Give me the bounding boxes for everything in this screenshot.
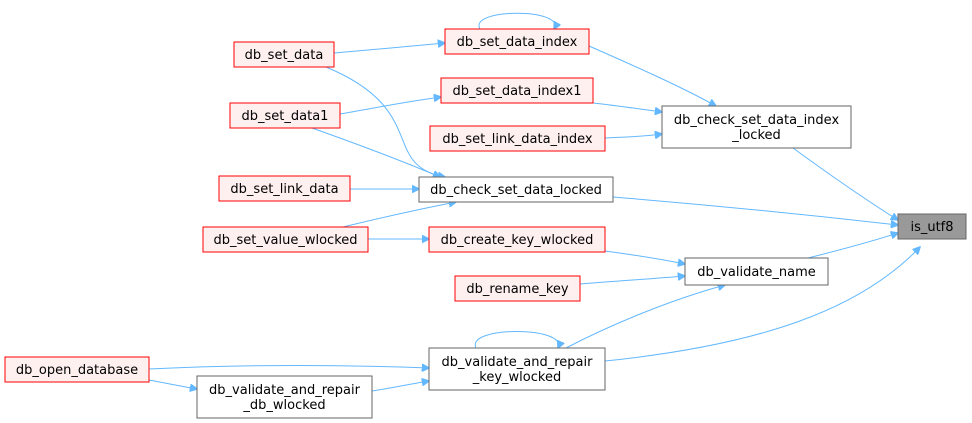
edge-db_create_key_wlocked-to-db_validate_name bbox=[604, 250, 685, 264]
node-box bbox=[196, 375, 373, 419]
edge-db_set_value_wlocked-to-db_check_set_data_locked bbox=[342, 202, 456, 228]
node-box bbox=[661, 105, 852, 149]
node-box bbox=[233, 41, 335, 68]
node-box bbox=[229, 102, 341, 129]
edge-db_validate_and_repair_db_wlocked-to-db_validate_and_repair_key_wlocked bbox=[371, 381, 429, 392]
node-box bbox=[202, 226, 369, 253]
node-box bbox=[444, 28, 590, 55]
edge-db_set_data1-to-db_set_data_index1 bbox=[339, 97, 441, 115]
node-label: _locked bbox=[731, 128, 781, 143]
node-box bbox=[428, 226, 606, 253]
node-layer: db_set_data_index db_set_data db_set_data_… bbox=[4, 28, 967, 419]
edge-db_set_data-to-db_check_set_data_locked bbox=[325, 66, 445, 177]
node-box bbox=[4, 356, 150, 383]
edge-db_check_set_data_locked-to-is_utf8 bbox=[612, 196, 898, 225]
edge-db_rename_key-to-db_validate_name bbox=[579, 276, 685, 285]
node-box bbox=[897, 213, 967, 240]
node-db_set_data_index[interactable]: db_set_data_index bbox=[444, 28, 590, 55]
node-label: db_check_set_data_index bbox=[674, 113, 840, 128]
node-db_set_data[interactable]: db_set_data bbox=[233, 41, 335, 68]
node-label: db_create_key_wlocked bbox=[441, 233, 594, 248]
node-db_set_data_index1[interactable]: db_set_data_index1 bbox=[440, 77, 594, 104]
node-label: db_rename_key bbox=[466, 282, 568, 297]
node-db_set_link_data[interactable]: db_set_link_data bbox=[218, 175, 351, 202]
node-db_rename_key[interactable]: db_rename_key bbox=[454, 275, 581, 302]
node-db_validate_and_repair_db_wlocked[interactable]: db_validate_and_repair_db_wlocked bbox=[196, 375, 373, 419]
node-box bbox=[218, 175, 351, 202]
node-box bbox=[428, 347, 606, 391]
node-label: db_check_set_data_locked bbox=[430, 183, 602, 198]
edge-db_open_database-to-db_validate_and_repair_db_wlocked bbox=[148, 379, 197, 389]
node-label: db_set_value_wlocked bbox=[213, 233, 357, 248]
node-box bbox=[418, 176, 614, 203]
node-db_check_set_data_locked[interactable]: db_check_set_data_locked bbox=[418, 176, 614, 203]
node-db_create_key_wlocked[interactable]: db_create_key_wlocked bbox=[428, 226, 606, 253]
node-db_set_data1[interactable]: db_set_data1 bbox=[229, 102, 341, 129]
node-box bbox=[440, 77, 594, 104]
node-label: db_validate_and_repair bbox=[209, 383, 361, 398]
edge-db_set_link_data_index-to-db_check_set_data_index_locked bbox=[604, 134, 662, 138]
node-db_validate_and_repair_key_wlocked[interactable]: db_validate_and_repair_key_wlocked bbox=[428, 347, 606, 391]
node-is_utf8[interactable]: is_utf8 bbox=[897, 213, 967, 240]
node-label: db_set_data_index1 bbox=[453, 84, 582, 99]
node-box bbox=[684, 257, 829, 286]
node-label: db_validate_and_repair bbox=[442, 355, 594, 370]
node-db_open_database[interactable]: db_open_database bbox=[4, 356, 150, 383]
edge-db_validate_and_repair_key_wlocked-to-db_validate_name bbox=[565, 285, 725, 349]
node-box bbox=[454, 275, 581, 302]
node-db_set_value_wlocked[interactable]: db_set_value_wlocked bbox=[202, 226, 369, 253]
node-box bbox=[429, 125, 606, 152]
node-label: _db_wlocked bbox=[242, 398, 325, 413]
node-db_set_link_data_index[interactable]: db_set_link_data_index bbox=[429, 125, 606, 152]
node-label: db_set_data bbox=[245, 48, 324, 63]
edge-db_set_data1-to-db_check_set_data_locked bbox=[311, 127, 440, 177]
node-db_validate_name[interactable]: db_validate_name bbox=[684, 257, 829, 286]
node-label: db_set_data_index bbox=[457, 35, 578, 50]
node-label: db_set_link_data bbox=[230, 182, 338, 197]
node-label: db_set_data1 bbox=[242, 109, 329, 124]
node-label: is_utf8 bbox=[910, 220, 953, 235]
edge-db_set_data_index1-to-db_check_set_data_index_locked bbox=[592, 102, 662, 112]
node-label: db_validate_name bbox=[697, 265, 816, 280]
node-label: db_open_database bbox=[16, 363, 138, 378]
node-db_check_set_data_index_locked[interactable]: db_check_set_data_index_locked bbox=[661, 105, 852, 149]
edge-db_set_data-to-db_set_data_index bbox=[333, 43, 445, 54]
edge-db_set_data_index-to-db_set_data_index bbox=[478, 12, 555, 29]
edge-db_check_set_data_index_locked-to-is_utf8 bbox=[792, 147, 898, 220]
edge-db_validate_name-to-is_utf8 bbox=[807, 233, 898, 259]
edge-db_open_database-to-db_validate_and_repair_key_wlocked bbox=[148, 366, 429, 370]
edge-db_set_data_index-to-db_check_set_data_index_locked bbox=[588, 45, 716, 106]
edge-layer bbox=[148, 12, 920, 392]
edge-db_validate_and_repair_key_wlocked-to-is_utf8 bbox=[604, 247, 920, 362]
node-label: _key_wlocked bbox=[472, 370, 561, 385]
node-label: db_set_link_data_index bbox=[442, 132, 593, 147]
edge-db_validate_and_repair_key_wlocked-to-db_validate_and_repair_key_wlocked bbox=[474, 331, 559, 349]
